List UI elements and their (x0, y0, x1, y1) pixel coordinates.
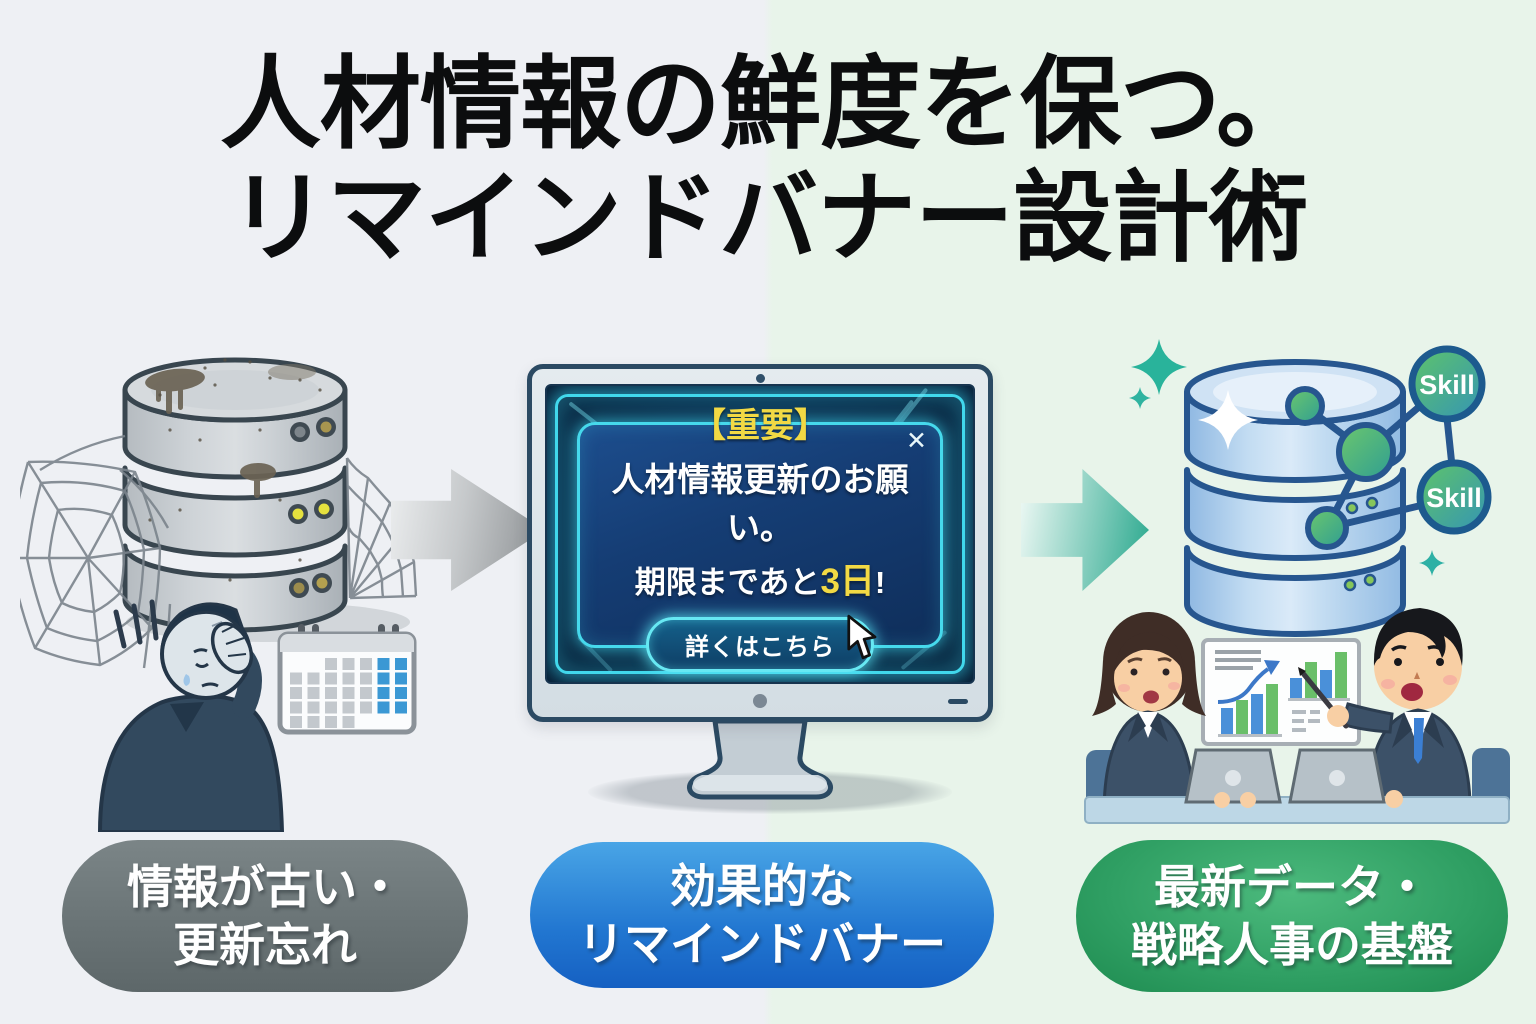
skill-label: Skill (1419, 370, 1475, 400)
webcam-icon (756, 374, 765, 383)
meeting-scene (1084, 608, 1510, 824)
screen-glow-frame (555, 394, 965, 674)
laptop-icon (1184, 748, 1282, 804)
page-title-line2: リマインドバナー設計術 (229, 162, 1308, 274)
fresh-database-illustration: Skill Skill (1084, 339, 1510, 824)
page-title-line1: 人材情報の鮮度を保つ。 (220, 49, 1317, 161)
caption-pill-solution: 効果的な リマインドバナー (530, 842, 994, 988)
power-led (948, 699, 968, 704)
skill-node (1336, 422, 1396, 482)
chart-board (1201, 638, 1361, 746)
skill-node (1285, 386, 1325, 426)
grime-stains (145, 364, 316, 498)
caption-line: 情報が古い・ (127, 860, 403, 913)
laptop-icon (1288, 748, 1386, 804)
calendar-grid (290, 658, 407, 728)
page-title: 人材情報の鮮度を保つ。 リマインドバナー設計術 (0, 48, 1536, 274)
caption-line: 戦略人事の基盤 (1131, 919, 1453, 971)
db-status-lights (1343, 496, 1379, 592)
db-indicator-lights (288, 417, 336, 598)
caption-line: 更新忘れ (173, 919, 357, 971)
caption-line: 最新データ・ (1154, 860, 1430, 913)
exclamation: ! (874, 565, 886, 600)
woman-employee (1092, 612, 1206, 816)
days-remaining: 3日 (820, 562, 875, 601)
details-button[interactable]: 詳くはこちら (646, 617, 874, 672)
banner-message-line2: 期限まであと3日! (635, 553, 886, 604)
banner-tag: 【重要】 (692, 407, 828, 445)
caption-pill-outcome: 最新データ・ 戦略人事の基盤 (1076, 840, 1508, 992)
monitor-screen: ✕ 【重要】 人材情報更新のお願い。 期限まであと3日! 詳くはこちら (545, 384, 975, 684)
calendar-icon (277, 624, 417, 735)
monitor-stand (687, 718, 833, 800)
reminder-banner: ✕ 【重要】 人材情報更新のお願い。 期限まであと3日! 詳くはこちら (577, 407, 943, 672)
skill-bubble: Skill (1416, 459, 1492, 535)
stress-lines (113, 599, 159, 649)
monitor-chin-button (753, 694, 767, 708)
sparkle-icon (1129, 339, 1445, 576)
close-icon[interactable]: ✕ (906, 427, 927, 455)
skill-network: Skill Skill (1285, 345, 1492, 550)
cursor-icon (847, 614, 877, 660)
caption-line: リマインドバナー (578, 918, 946, 970)
monitor: ✕ 【重要】 人材情報更新のお願い。 期限まであと3日! 詳くはこちら (527, 364, 993, 722)
caption-pill-problem: 情報が古い・ 更新忘れ (62, 840, 468, 992)
caption-line: 効果的な (670, 859, 854, 912)
skill-bubble: Skill (1408, 345, 1486, 423)
speckles (148, 358, 322, 582)
skill-label: Skill (1426, 483, 1482, 513)
facepalm-person (97, 602, 285, 832)
banner-message-line1: 人材情報更新のお願い。 (611, 461, 909, 546)
shine-sparkle-icon (1198, 390, 1258, 450)
old-database-illustration (20, 357, 418, 832)
deadline-text: 期限まであと (634, 565, 821, 600)
skill-node (1305, 506, 1349, 550)
